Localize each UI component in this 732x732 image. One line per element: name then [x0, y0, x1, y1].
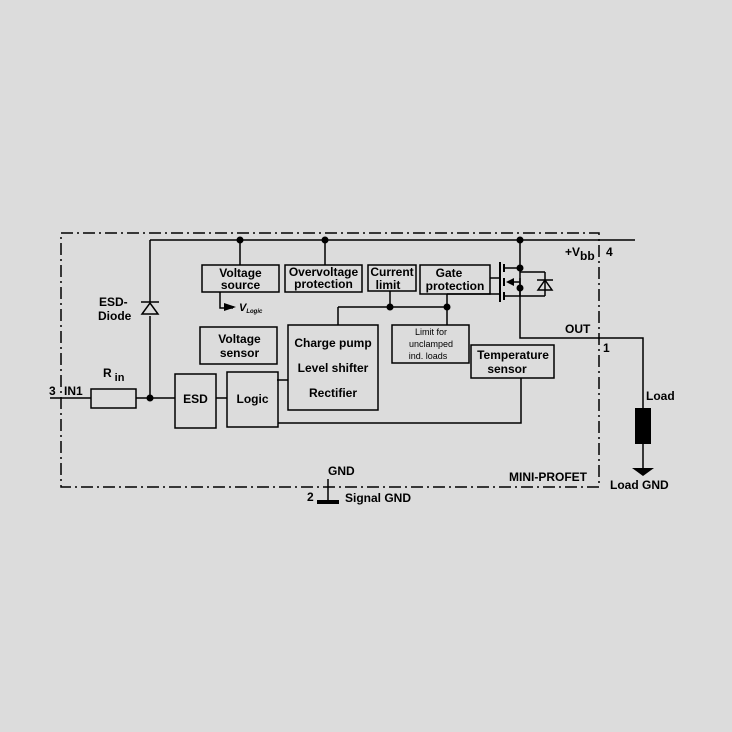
- current-limit-label-2: limit: [376, 278, 401, 292]
- charge-pump-label-1: Charge pump: [294, 336, 371, 350]
- load-ground-icon: [632, 468, 654, 476]
- temperature-sensor-label-2: sensor: [487, 362, 527, 376]
- rin-resistor: [90, 388, 137, 409]
- load-label: Load: [646, 389, 675, 403]
- pin-gnd-name: GND: [328, 464, 355, 478]
- pin-vbb-number: 4: [606, 245, 613, 259]
- voltage-sensor-label-1: Voltage: [218, 332, 261, 346]
- pin-out-number: 1: [603, 341, 610, 355]
- pin-vbb-label: +Vbb: [565, 245, 595, 263]
- voltage-sensor-label-2: sensor: [220, 346, 260, 360]
- gate-protection-label-2: protection: [426, 279, 485, 293]
- supply-rail: [149, 239, 635, 398]
- limit-unclamped-label-3: ind. loads: [409, 351, 448, 361]
- charge-pump-label-2: Level shifter: [298, 361, 369, 375]
- pin-in-name: IN1: [64, 384, 83, 398]
- signal-ground-icon: [317, 479, 339, 504]
- voltage-source-label-2: source: [221, 278, 261, 292]
- esd-block: [174, 373, 217, 429]
- vlogic-arrow: [224, 303, 236, 311]
- charge-pump-block: [287, 324, 379, 411]
- load-gnd-label: Load GND: [610, 478, 669, 492]
- esd-diode-symbol: [140, 301, 160, 315]
- overvoltage-label-1: Overvoltage: [289, 265, 359, 279]
- temperature-sensor-block: [470, 344, 555, 379]
- esd-diode-label-1: ESD-: [99, 295, 128, 309]
- overvoltage-block: [284, 264, 363, 293]
- current-limit-label-1: Current: [370, 265, 413, 279]
- power-mosfet-symbol: [499, 262, 554, 302]
- voltage-sensor-block: [199, 326, 278, 365]
- limit-unclamped-label-2: unclamped: [409, 339, 453, 349]
- overvoltage-label-2: protection: [294, 277, 353, 291]
- gate-protection-block: [419, 264, 491, 295]
- vlogic-label: VLogic: [239, 302, 263, 315]
- voltage-source-block: [201, 264, 280, 293]
- pin-out-name: OUT: [565, 322, 591, 336]
- logic-block: [226, 371, 279, 428]
- limit-unclamped-label-1: Limit for: [415, 327, 447, 337]
- internal-wiring: [219, 277, 644, 468]
- device-outline: [60, 232, 600, 488]
- esd-block-label: ESD: [183, 392, 208, 406]
- load-resistor: [635, 408, 651, 444]
- charge-pump-label-3: Rectifier: [309, 386, 357, 400]
- esd-diode-label-2: Diode: [98, 309, 132, 323]
- signal-gnd-label: Signal GND: [345, 491, 411, 505]
- temperature-sensor-label-1: Temperature: [477, 348, 549, 362]
- voltage-source-label-1: Voltage: [219, 266, 262, 280]
- junction-dots: [146, 236, 524, 402]
- pin-in-number: 3: [49, 384, 56, 398]
- limit-unclamped-block: [391, 324, 470, 364]
- gate-protection-label-1: Gate: [436, 266, 463, 280]
- device-title: MINI-PROFET: [509, 470, 588, 484]
- logic-block-label: Logic: [237, 392, 269, 406]
- current-limit-block: [367, 264, 417, 292]
- pin-gnd-number: 2: [307, 490, 314, 504]
